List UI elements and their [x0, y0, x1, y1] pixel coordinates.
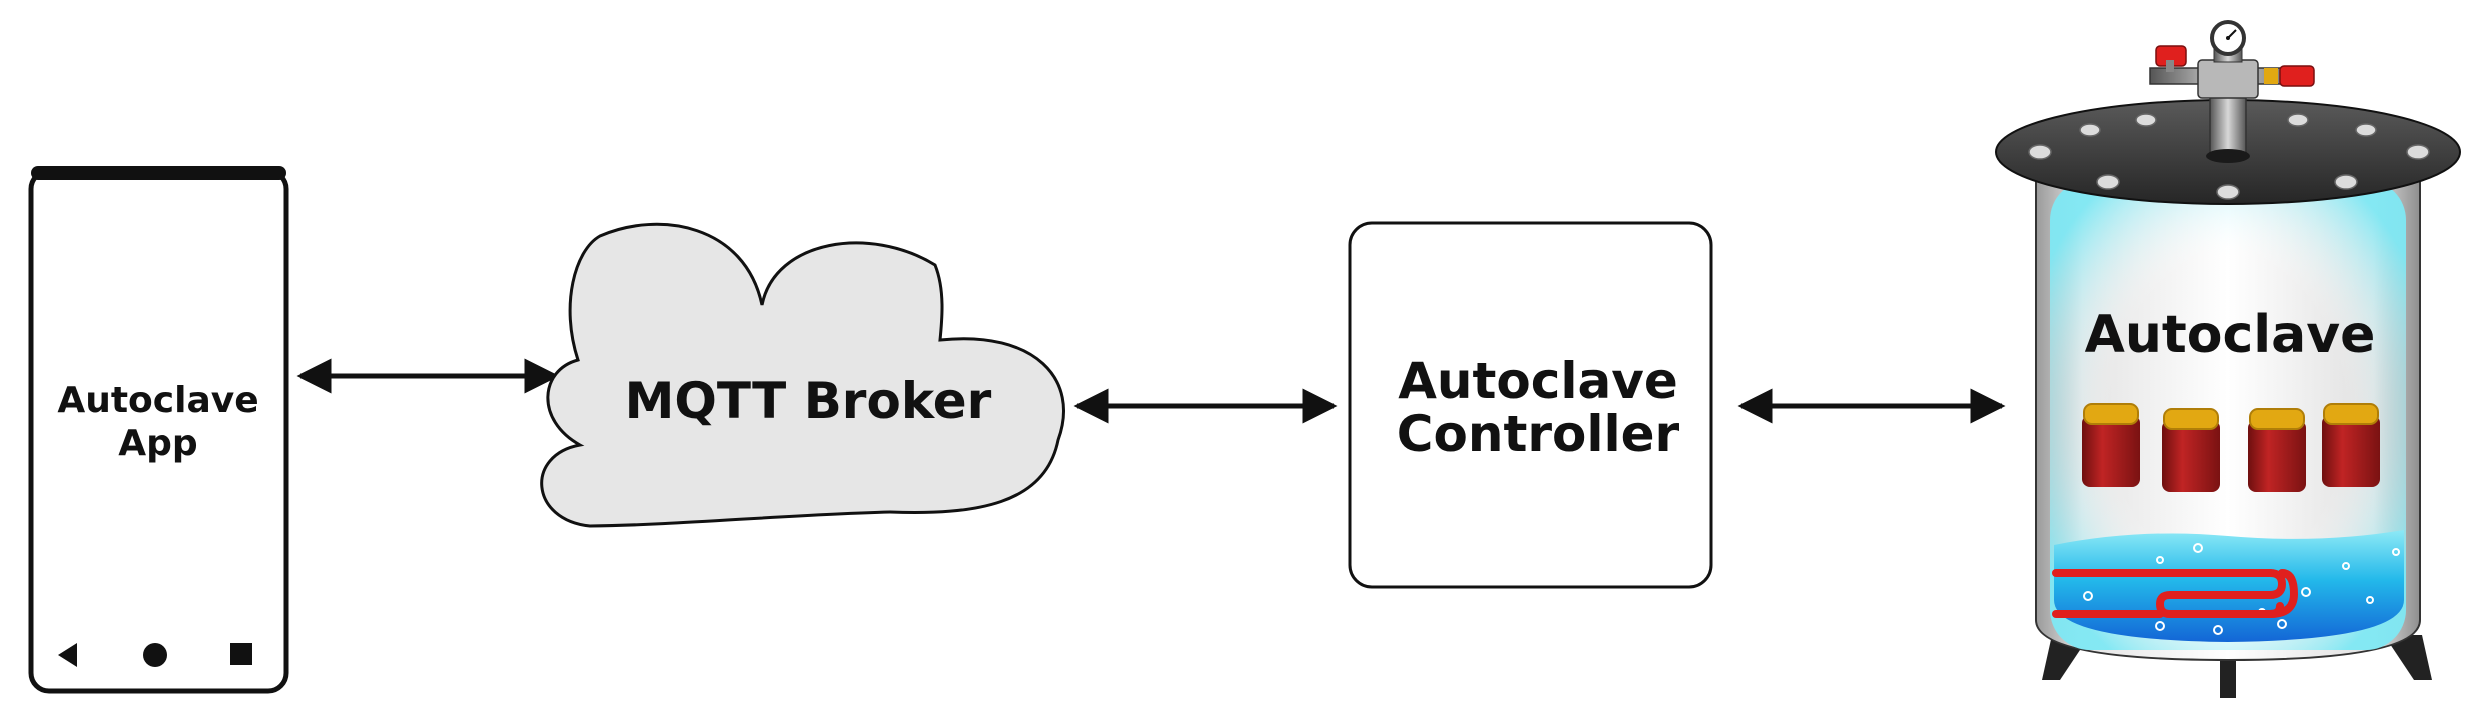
broker-cloud-shape: [540, 222, 1065, 528]
jar: [2162, 408, 2220, 492]
autoclave-controller-node: Autoclave Controller: [1348, 221, 1713, 589]
controller-label-line1: Autoclave: [1398, 352, 1678, 410]
phone-top-bezel: [31, 166, 286, 180]
autoclave-node: Autoclave: [1995, 20, 2461, 698]
back-icon: [58, 643, 77, 667]
chamber-glow: [2050, 180, 2406, 650]
app-label-line1: Autoclave: [57, 380, 258, 421]
jar: [2082, 403, 2140, 487]
water: [2054, 530, 2404, 642]
autoclave-label: Autoclave: [2085, 305, 2376, 365]
home-icon: [143, 643, 167, 667]
controller-box: [1348, 221, 1713, 589]
jar: [2248, 408, 2306, 492]
recents-icon: [230, 643, 252, 665]
lid-bolts: [2028, 113, 2430, 200]
bubbles: [2083, 543, 2400, 635]
controller-label-line2: Controller: [1397, 405, 1680, 463]
broker-label: MQTT Broker: [625, 372, 992, 430]
app-label-line2: App: [118, 423, 197, 464]
valve-handle-right: [2279, 65, 2315, 87]
mqtt-broker-node: MQTT Broker: [540, 222, 1065, 528]
valve-assembly: [2149, 20, 2315, 163]
autoclave-app-node: Autoclave App: [28, 166, 289, 694]
jar: [2322, 403, 2380, 487]
jars: [2082, 403, 2380, 492]
